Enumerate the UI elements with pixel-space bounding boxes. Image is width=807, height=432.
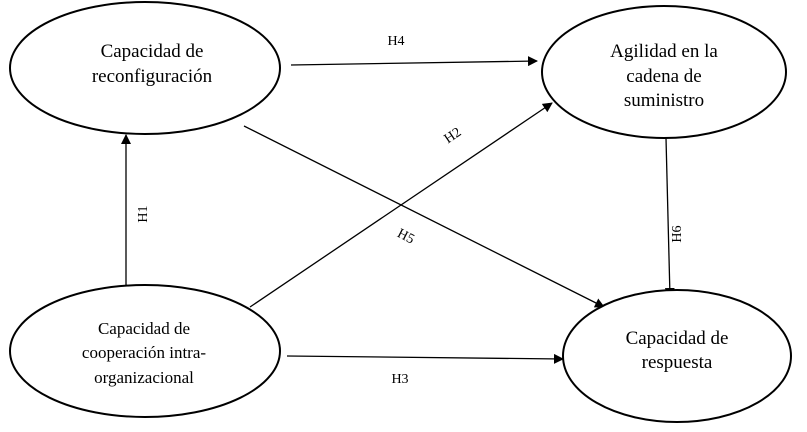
node-agilidad-label-line-2: cadena de (626, 66, 701, 87)
node-cooperacion-label-line-1: Capacidad de (98, 319, 190, 338)
node-cooperacion-label-line-2: cooperación intra- (82, 343, 206, 362)
node-reconfiguracion-label-line-1: Capacidad de (101, 41, 204, 62)
edge-h6-arrow (664, 137, 675, 298)
node-agilidad-ellipse (541, 5, 787, 139)
edge-h3-arrow (286, 353, 564, 364)
edge-h5-arrow (243, 125, 605, 308)
node-reconfiguracion-label-line-2: reconfiguración (92, 66, 213, 87)
node-cooperacion-ellipse (9, 284, 281, 418)
edge-h4-arrow (290, 56, 538, 67)
node-reconfiguracion: Capacidad de reconfiguración (9, 1, 281, 135)
edge-label-h1: H1 (136, 205, 151, 222)
node-agilidad-label-line-1: Agilidad en la (610, 41, 718, 62)
edges (121, 56, 675, 364)
node-respuesta-label-line-1: Capacidad de (626, 328, 729, 349)
edge-label-h2: H2 (442, 125, 465, 147)
node-respuesta: Capacidad de respuesta (562, 289, 792, 423)
node-respuesta-label-line-2: respuesta (642, 352, 713, 373)
edge-label-h5: H5 (395, 226, 417, 247)
edge-labels: H1 H2 H3 H4 H5 H6 (136, 34, 685, 387)
node-cooperacion: Capacidad de cooperación intra- organiza… (9, 284, 281, 418)
node-reconfiguracion-ellipse (9, 1, 281, 135)
edge-label-h3: H3 (391, 372, 408, 387)
node-cooperacion-label-line-3: organizacional (94, 368, 194, 387)
edge-label-h4: H4 (387, 34, 404, 49)
edge-label-h6: H6 (670, 225, 685, 242)
node-respuesta-ellipse (562, 289, 792, 423)
node-agilidad-label-line-3: suministro (624, 90, 704, 111)
node-agilidad: Agilidad en la cadena de suministro (541, 5, 787, 139)
